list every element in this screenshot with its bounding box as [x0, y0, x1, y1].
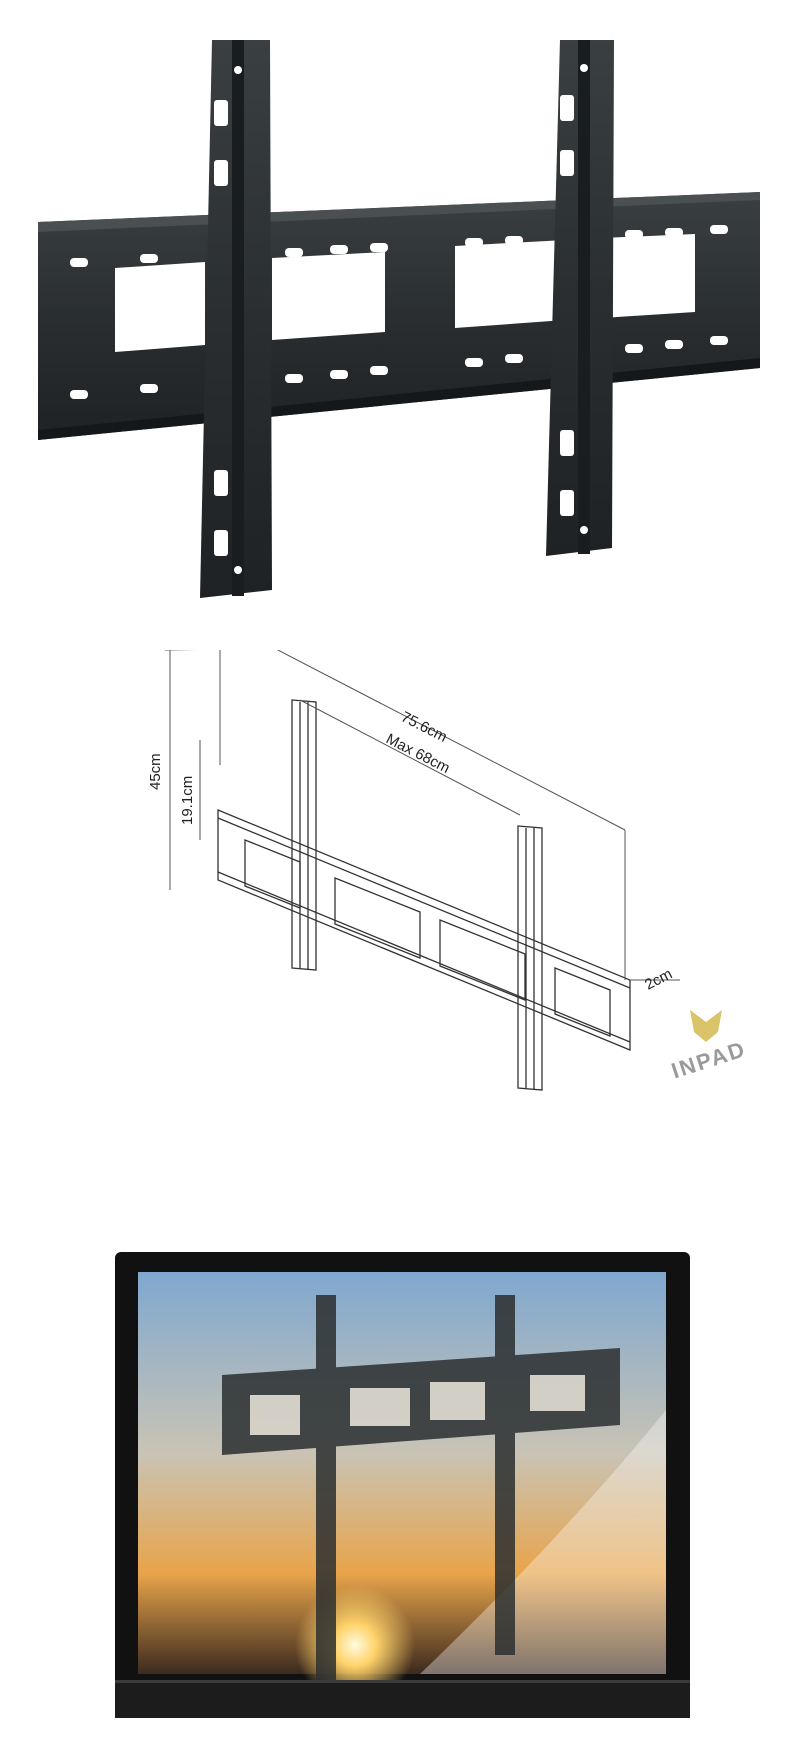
- dimension-diagram: 75.6cm Max 68cm 45cm 19.1cm 2cm INPAD: [147, 650, 749, 1091]
- depth-label: 2cm: [642, 966, 675, 994]
- tv-illustration-panel: [0, 1240, 800, 1738]
- bracket-photo-panel: [0, 0, 800, 640]
- tv-screen: [138, 1272, 666, 1674]
- rail-height-label: 19.1cm: [179, 776, 196, 825]
- diagram-bracket-outline: [217, 699, 631, 1091]
- tv-bottom-bezel: [115, 1680, 690, 1718]
- screen-bracket: [222, 1295, 620, 1680]
- brand-logo-icon: [690, 1010, 722, 1042]
- brand-logo: INPAD: [668, 1010, 749, 1084]
- left-vertical-arm: [200, 40, 272, 598]
- dimension-diagram-panel: 75.6cm Max 68cm 45cm 19.1cm 2cm INPAD: [0, 650, 800, 1210]
- tv-illustration: [115, 1252, 690, 1718]
- overall-height-label: 45cm: [147, 753, 164, 790]
- dimension-lines: [165, 650, 680, 981]
- horizontal-plate: [38, 192, 760, 440]
- dimension-labels: 75.6cm Max 68cm 45cm 19.1cm 2cm: [147, 708, 675, 993]
- brand-name: INPAD: [668, 1036, 749, 1084]
- bracket-photo: [38, 40, 760, 598]
- right-vertical-arm: [546, 40, 614, 556]
